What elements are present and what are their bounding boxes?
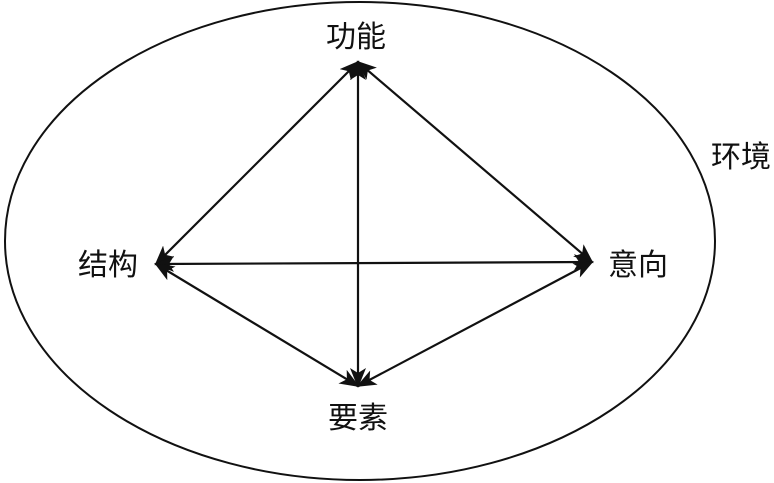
node-function-label: 功能 <box>326 20 386 55</box>
node-structure-label: 结构 <box>78 248 138 283</box>
edge-5 <box>356 261 594 387</box>
environment-label: 环境 <box>711 140 771 175</box>
edge-3 <box>154 254 594 272</box>
node-element-label: 要素 <box>328 401 388 436</box>
node-intention-label: 意向 <box>608 248 668 283</box>
environment-ellipse <box>4 1 716 481</box>
edge-1 <box>356 60 594 264</box>
edge-4 <box>154 262 360 388</box>
edge-0 <box>154 60 360 266</box>
edge-group <box>154 60 594 388</box>
